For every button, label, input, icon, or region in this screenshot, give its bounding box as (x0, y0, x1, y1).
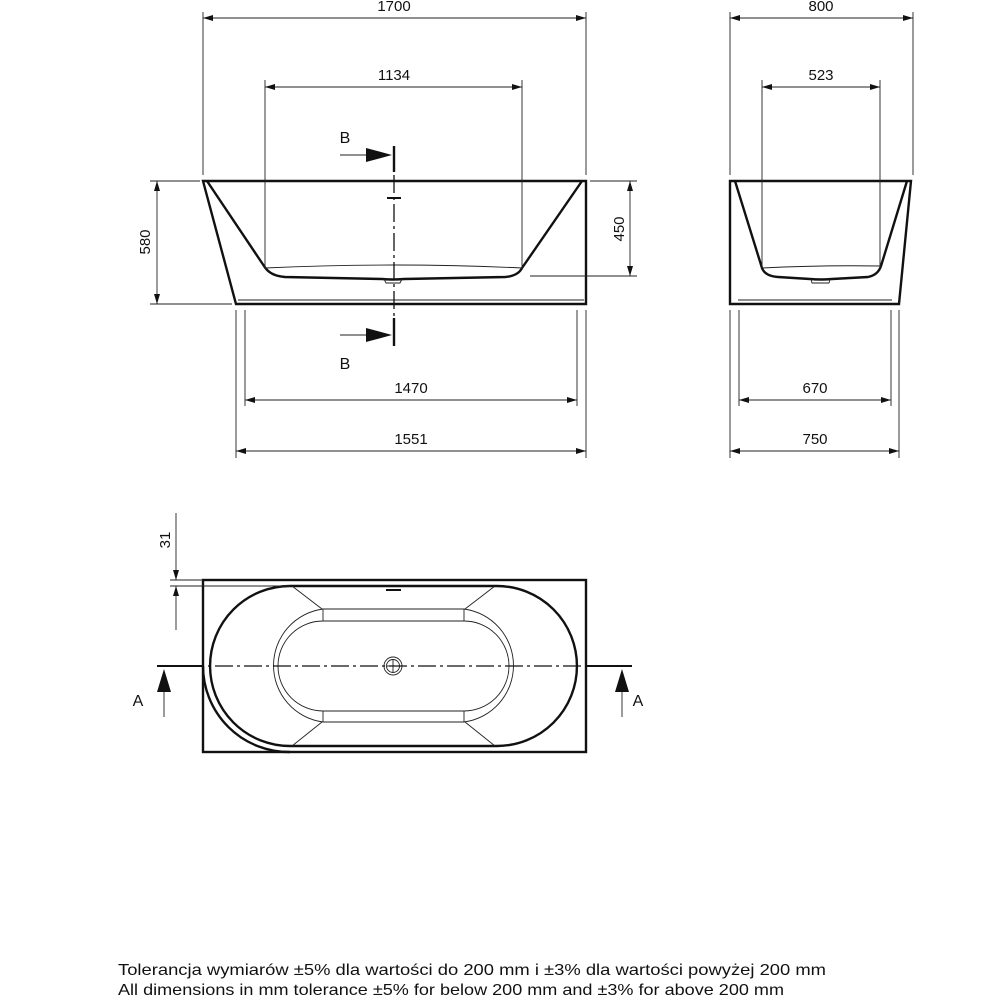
tolerance-note-polish: Tolerancja wymiarów ±5% dla wartości do … (118, 962, 826, 979)
dim-base-inner: 1470 (394, 380, 427, 397)
front-outer-outline (201, 179, 588, 306)
section-a-arrow-left (157, 669, 171, 692)
section-b-arrow-top (366, 148, 392, 162)
front-drain (383, 278, 403, 284)
dim-base-outer: 1551 (394, 431, 427, 448)
front-extension-lines (150, 12, 637, 458)
front-inner-bowl (206, 180, 583, 281)
dim-side-base-inner: 670 (802, 380, 827, 397)
front-bowl-bottom-line (264, 264, 523, 269)
section-a-arrow-right (615, 669, 629, 692)
side-outer-outline (728, 179, 913, 306)
plan-view: A A 31 (133, 513, 644, 754)
tolerance-note-english: All dimensions in mm tolerance ±5% for b… (118, 982, 784, 999)
section-b-label-bottom: B (340, 356, 351, 373)
section-b-arrow-bottom (366, 328, 392, 342)
dim-inner-width: 523 (808, 67, 833, 84)
section-a-label-left: A (133, 693, 144, 710)
dim-side-base-outer: 750 (802, 431, 827, 448)
side-extension-lines (729, 12, 914, 458)
section-a-label-right: A (633, 693, 644, 710)
dim-height: 580 (137, 229, 154, 254)
side-inner-bowl (733, 180, 909, 281)
dim-inner-length: 1134 (378, 67, 410, 84)
dim-overall-width: 800 (808, 0, 833, 15)
dim-depth: 450 (611, 216, 628, 241)
side-view: 800 523 670 750 (728, 0, 914, 458)
plan-rim-outline (208, 584, 579, 748)
dim-rim-offset: 31 (157, 532, 174, 549)
section-b-label-top: B (340, 130, 351, 147)
dim-overall-length: 1700 (377, 0, 410, 15)
front-view: 1700 1134 580 450 1470 1551 B B (137, 0, 637, 458)
